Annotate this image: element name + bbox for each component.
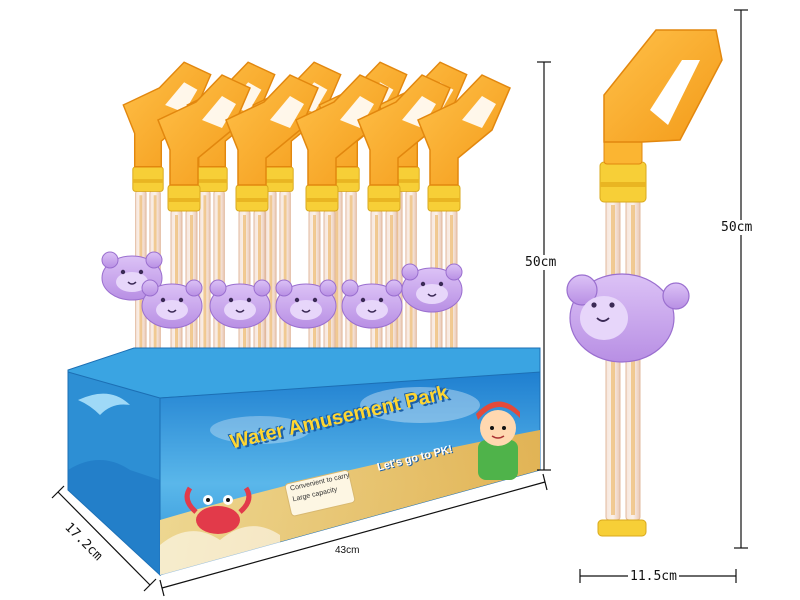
box-width-label: 43cm xyxy=(335,545,360,556)
display-box xyxy=(67,347,541,577)
crab-icon xyxy=(184,486,252,534)
gun-width-label: 11.5cm xyxy=(628,569,679,584)
gun-height-label: 50cm xyxy=(720,220,754,235)
dolphin-icon xyxy=(78,393,130,415)
single-bear-icon xyxy=(566,273,690,363)
display-height-label: 50cm xyxy=(524,255,558,270)
boy-character-icon xyxy=(476,401,520,480)
